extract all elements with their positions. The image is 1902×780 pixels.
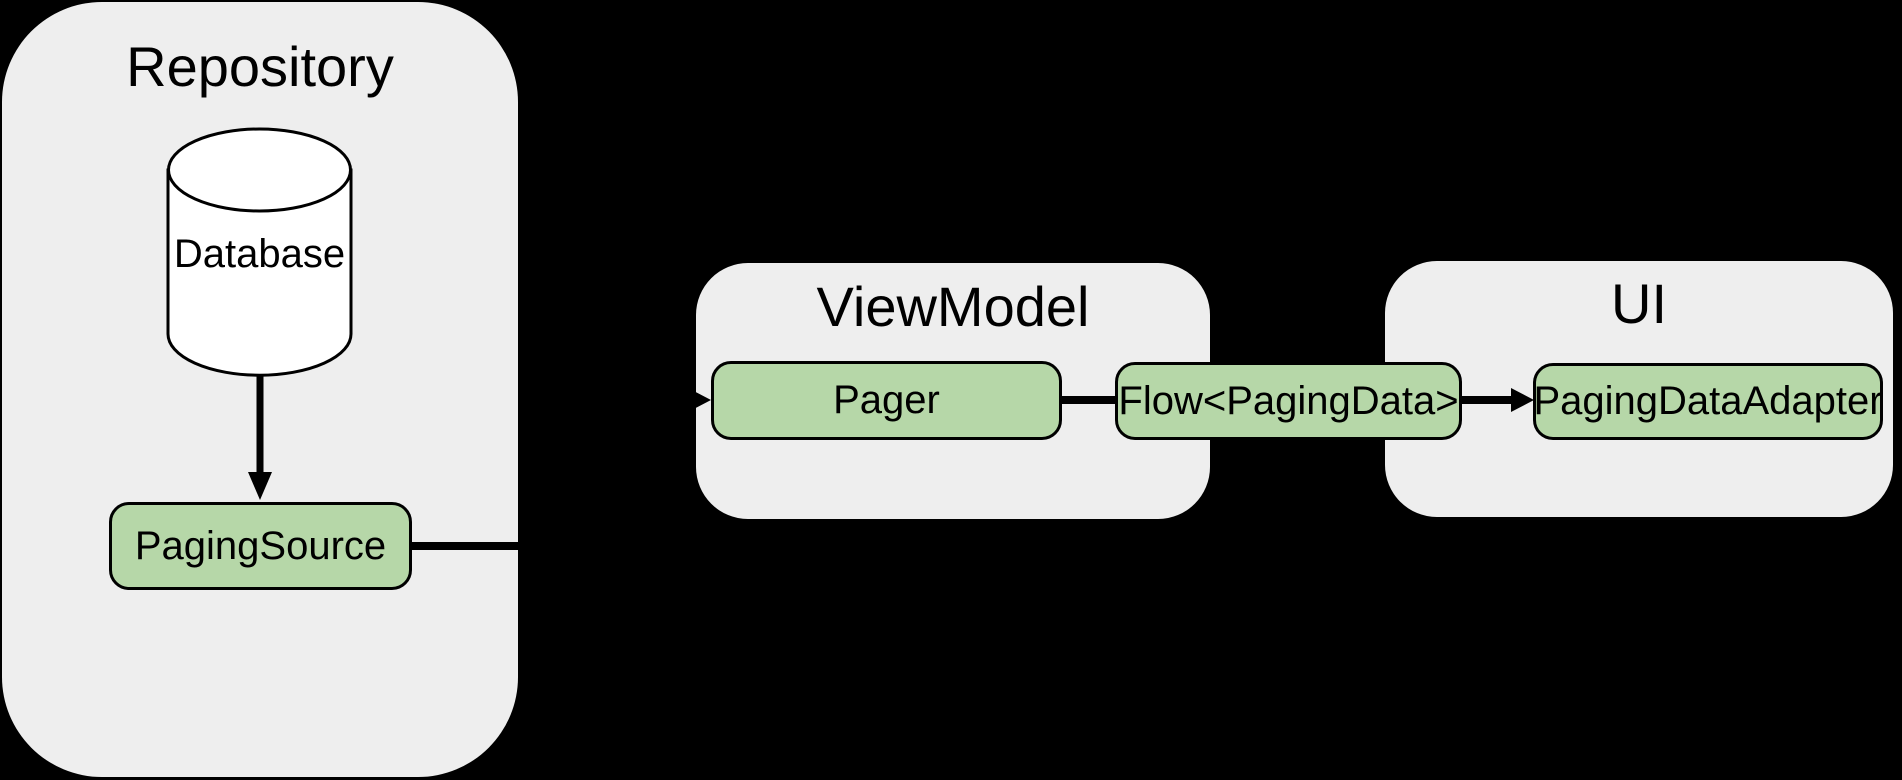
repository-title: Repository	[126, 35, 394, 98]
paging-source-node: PagingSource	[109, 502, 412, 590]
paging-data-adapter-node: PagingDataAdapter	[1533, 363, 1883, 440]
repository-container: Repository	[2, 2, 518, 777]
paging-source-label: PagingSource	[134, 523, 387, 568]
viewmodel-title: ViewModel	[816, 275, 1090, 338]
flow-paging-data-label: Flow<PagingData>	[1118, 378, 1459, 423]
pager-node: Pager	[711, 361, 1062, 440]
paging-data-adapter-label: PagingDataAdapter	[1533, 379, 1883, 423]
flow-paging-data-node: Flow<PagingData>	[1115, 362, 1462, 440]
database-label: Database	[173, 232, 346, 276]
ui-title: UI	[1611, 272, 1667, 335]
pager-label: Pager	[833, 378, 940, 422]
